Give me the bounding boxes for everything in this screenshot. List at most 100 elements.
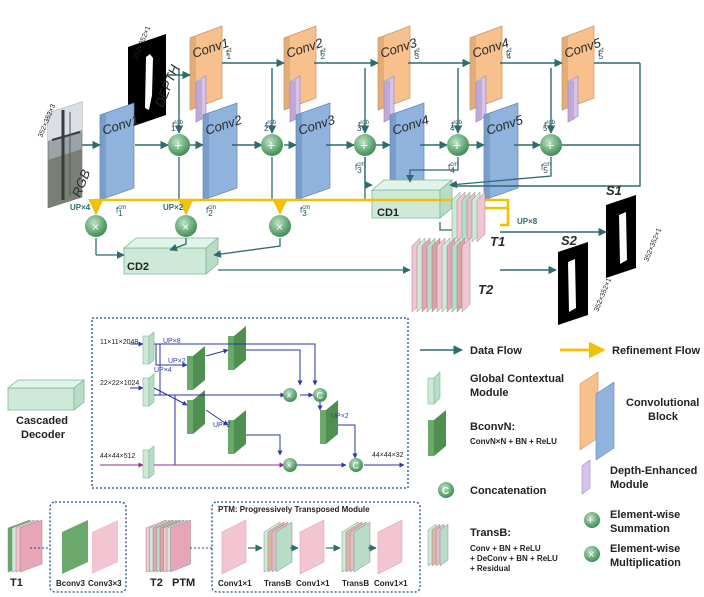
depth-enhanced-module-4 bbox=[475, 75, 487, 123]
dec-arrow-8 bbox=[154, 394, 285, 468]
ptm-part-3: Conv1×1 bbox=[296, 579, 330, 588]
dec-arrow-9 bbox=[205, 409, 229, 426]
mult-symbol-2: × bbox=[182, 220, 189, 234]
sum-symbol-2: + bbox=[267, 137, 275, 153]
t2-layer-11 bbox=[461, 237, 471, 313]
ptm-conv-shape-3 bbox=[299, 519, 325, 575]
dec-arrow-13 bbox=[338, 424, 358, 459]
dec-concat-node-1 bbox=[313, 388, 327, 402]
dec-bconv-2 bbox=[228, 326, 246, 370]
blue-conv-block-1 bbox=[99, 102, 135, 201]
t1-part-bconv3: Bconv3 bbox=[56, 579, 85, 588]
dec-concat-node-2 bbox=[349, 458, 363, 472]
legend-mult-icon bbox=[584, 546, 600, 562]
bottom-t1-layer-4 bbox=[19, 519, 43, 573]
decoder-icon bbox=[6, 379, 86, 411]
ptm-part-5: Conv1×1 bbox=[374, 579, 408, 588]
legend-bconv-icon bbox=[428, 410, 446, 456]
ptm-part-4: TransB bbox=[342, 579, 369, 588]
legend-data-flow: Data Flow bbox=[470, 345, 522, 357]
legend-bconv: BconvN: bbox=[470, 421, 515, 433]
dec-arrow-14 bbox=[246, 434, 283, 456]
ptm-transb-layer-4-4 bbox=[353, 521, 371, 573]
legend-bconv-desc: ConvN×N + BN + ReLU bbox=[470, 437, 557, 446]
sum-symbol-3: + bbox=[360, 137, 368, 153]
dec-up-label-3: UP×2 bbox=[168, 358, 186, 365]
s1-size-label: 352×352×1 bbox=[643, 227, 663, 263]
dec-mult-node-1-symbol: × bbox=[287, 391, 292, 401]
t2-transform-stack bbox=[411, 237, 471, 313]
dec-up-label-4: UP×2 bbox=[213, 422, 231, 429]
s2-output-image bbox=[558, 242, 588, 325]
dec-bconv-5 bbox=[320, 400, 338, 444]
dec-arrow-5 bbox=[205, 348, 229, 357]
mult-symbol-3: × bbox=[276, 220, 283, 234]
dec-arrow-10 bbox=[246, 349, 303, 386]
t1-label: T1 bbox=[490, 234, 505, 249]
legend-concat: Concatenation bbox=[470, 485, 547, 497]
legend-gcm-icon bbox=[427, 371, 441, 405]
sum-node-3 bbox=[354, 134, 376, 156]
t1-part-conv-shape bbox=[92, 520, 118, 574]
bottom-t1-icon bbox=[7, 519, 50, 573]
dec-mult-node-2-symbol: × bbox=[287, 461, 292, 471]
mult-symbol-1: × bbox=[92, 220, 99, 234]
dec-gcm-1 bbox=[142, 331, 155, 365]
sum-symbol-5: + bbox=[546, 137, 554, 153]
refine-up4-label: UP×4 bbox=[70, 203, 91, 212]
cd2-block bbox=[122, 237, 220, 275]
t1-part-bconv-shape bbox=[62, 520, 88, 574]
blue-conv-block-3 bbox=[295, 102, 331, 201]
t1-part-conv3x3: Conv3×3 bbox=[88, 579, 122, 588]
mult-node-1 bbox=[85, 215, 107, 237]
depth-stream-arrows bbox=[166, 58, 640, 80]
cd1-block bbox=[370, 179, 454, 219]
dec-up-label-1: UP×8 bbox=[163, 338, 181, 345]
sum-node-5 bbox=[540, 134, 562, 156]
cd1-label: CD1 bbox=[377, 207, 399, 219]
blue-conv-block-4 bbox=[389, 102, 425, 201]
t2-label: T2 bbox=[478, 282, 494, 297]
depth-enhanced-module-3 bbox=[383, 75, 395, 123]
ptm-conv-shape-1 bbox=[221, 519, 247, 575]
legend-mult-symbol: × bbox=[588, 549, 594, 561]
bottom-ptm-label: PTM bbox=[172, 577, 195, 589]
legend-transb: TransB: bbox=[470, 527, 511, 539]
dec-bconv-1 bbox=[187, 346, 205, 390]
legend-concat-symbol: C bbox=[442, 486, 449, 497]
dec-bconv-3 bbox=[187, 390, 205, 434]
refinement-flow bbox=[88, 198, 510, 227]
t1-layer-6 bbox=[476, 191, 486, 243]
sum-symbol-1: + bbox=[174, 137, 182, 153]
legend-conv-block-icon bbox=[579, 371, 615, 461]
dec-arrow-7 bbox=[153, 387, 188, 406]
ptm-part-1: Conv1×1 bbox=[218, 579, 252, 588]
dec-mult-node-1 bbox=[283, 388, 297, 402]
mult-node-2 bbox=[175, 215, 197, 237]
bottom-t2-icon bbox=[145, 519, 212, 573]
sum-node-1 bbox=[168, 134, 190, 156]
depth-enhanced-module-5 bbox=[567, 75, 579, 123]
dec-dim-1: 11×11×2048 bbox=[100, 339, 138, 346]
legend-refinement-flow: Refinement Flow bbox=[612, 345, 700, 357]
legend-transb-layer-4 bbox=[439, 523, 449, 567]
ptm-title: PTM: Progressively Transposed Module bbox=[218, 505, 370, 514]
dec-concat-node-2-symbol: C bbox=[353, 461, 360, 471]
legend-sum-symbol: + bbox=[587, 513, 594, 527]
ptm-transb-layer-2-4 bbox=[275, 521, 293, 573]
mult-node-3 bbox=[269, 215, 291, 237]
